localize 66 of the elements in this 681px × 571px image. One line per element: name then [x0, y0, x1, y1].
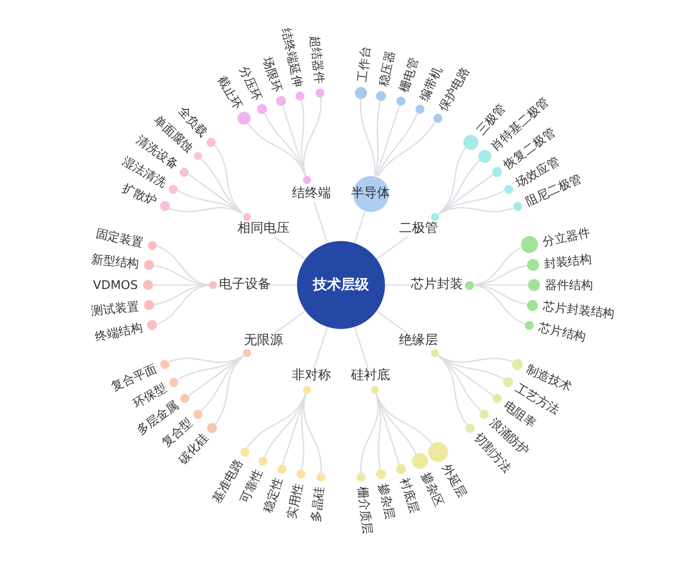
connector-line [374, 101, 381, 176]
leaf-label: 封装结构 [543, 250, 592, 272]
connector-line [474, 284, 526, 325]
leaf-label: 芯片封装结构 [542, 298, 616, 322]
connector-line [303, 98, 322, 176]
leaf-label: 超结器件 [306, 35, 328, 84]
branch-label: 绝缘层 [399, 333, 438, 350]
leaf-label: 固定装置 [94, 225, 145, 251]
leaf-label: 场限环 [260, 55, 286, 94]
connector-line [376, 394, 432, 444]
connector-line [168, 355, 244, 363]
connector-line [274, 236, 306, 260]
root-circle: 技术层级 [297, 241, 385, 329]
connector-line [376, 236, 408, 260]
connector-line [214, 356, 244, 425]
connector-line [378, 121, 436, 176]
leaf-label: 芯片结构 [537, 319, 588, 345]
leaf-label: 新型结构 [90, 250, 140, 272]
connector-line [438, 147, 466, 214]
connector-line [178, 190, 242, 214]
leaf-label: 分立器件 [541, 224, 592, 250]
connector-line [385, 284, 411, 286]
branch-label: 半导体 [351, 186, 390, 202]
connector-line [474, 246, 522, 286]
leaf-label: VDMOS [93, 277, 138, 293]
leaf-label: 终端结构 [94, 319, 144, 345]
leaf-label: 实用性 [284, 481, 307, 520]
branch-label: 相同电压 [237, 220, 290, 237]
connector-line [360, 99, 376, 176]
branch-label: 硅衬底 [351, 368, 390, 384]
connector-line [313, 326, 328, 368]
connector-line [246, 394, 306, 449]
connector-line [303, 394, 322, 472]
leaf-label: 稳压器 [375, 50, 398, 88]
branch-label: 结终端 [292, 186, 331, 202]
branch-label: 非对称 [292, 368, 331, 384]
connector-line [376, 106, 400, 176]
connector-line [156, 245, 210, 286]
connector-line [360, 394, 379, 472]
leaf-label: 稳定性 [260, 475, 286, 514]
connector-line [274, 310, 306, 334]
branch-label: 二极管 [399, 220, 438, 237]
connector-line [354, 212, 366, 244]
connector-line [438, 355, 512, 363]
connector-line [376, 112, 418, 176]
connector-line [248, 123, 306, 176]
connector-line [200, 158, 243, 214]
connector-line [156, 284, 210, 324]
leaf-label: 栅电管 [396, 56, 422, 95]
leaf-label: 工作台 [354, 45, 374, 83]
connector-line [376, 310, 408, 334]
connector-line [313, 202, 328, 244]
connector-line [438, 356, 468, 426]
connector-line [169, 207, 242, 214]
branch-label: 电子设备 [219, 277, 271, 293]
connector-line [271, 284, 297, 286]
leaf-label: 多晶硅 [308, 486, 328, 524]
connector-line [214, 144, 243, 214]
leaf-label: 栅介质层 [354, 486, 376, 535]
connector-line [354, 326, 369, 368]
branch-label: 芯片封装 [411, 277, 463, 293]
connector-line [438, 207, 514, 215]
leaf-label: 掺杂层 [375, 482, 399, 520]
branch-label: 无限源 [244, 333, 283, 350]
leaf-label: 测试装置 [90, 298, 140, 320]
leaf-label: 器件结构 [545, 277, 593, 293]
